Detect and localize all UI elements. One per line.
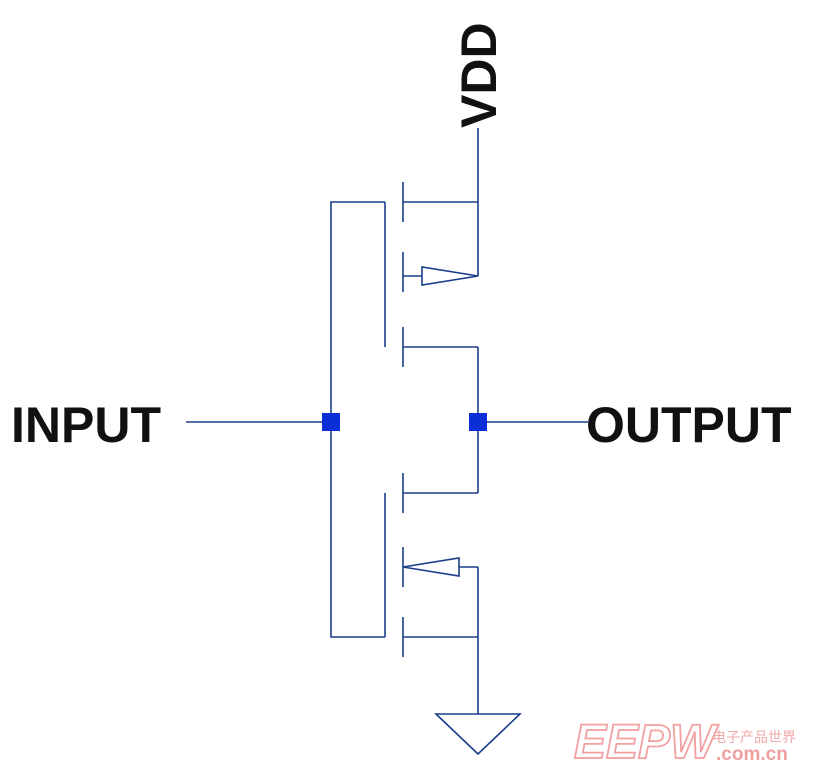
watermark-logo: EEPW <box>574 716 719 765</box>
nmos-body-arrow <box>402 557 460 577</box>
output-junction <box>469 413 487 431</box>
input-label: INPUT <box>11 397 161 453</box>
watermark-chinese: 电子产品世界 <box>712 730 796 746</box>
pmos-transistor <box>384 182 479 367</box>
ground-symbol <box>434 713 522 756</box>
watermark: EEPW 电子产品世界 .com.cn <box>573 715 796 765</box>
nmos-transistor <box>384 473 478 657</box>
pmos-body-arrow <box>421 266 479 286</box>
output-label: OUTPUT <box>586 397 792 453</box>
input-port: INPUT <box>11 397 340 453</box>
output-port: OUTPUT <box>469 397 792 453</box>
vdd-supply: VDD <box>451 22 507 276</box>
vdd-label: VDD <box>451 22 507 128</box>
input-junction <box>322 413 340 431</box>
watermark-url: .com.cn <box>716 744 788 765</box>
